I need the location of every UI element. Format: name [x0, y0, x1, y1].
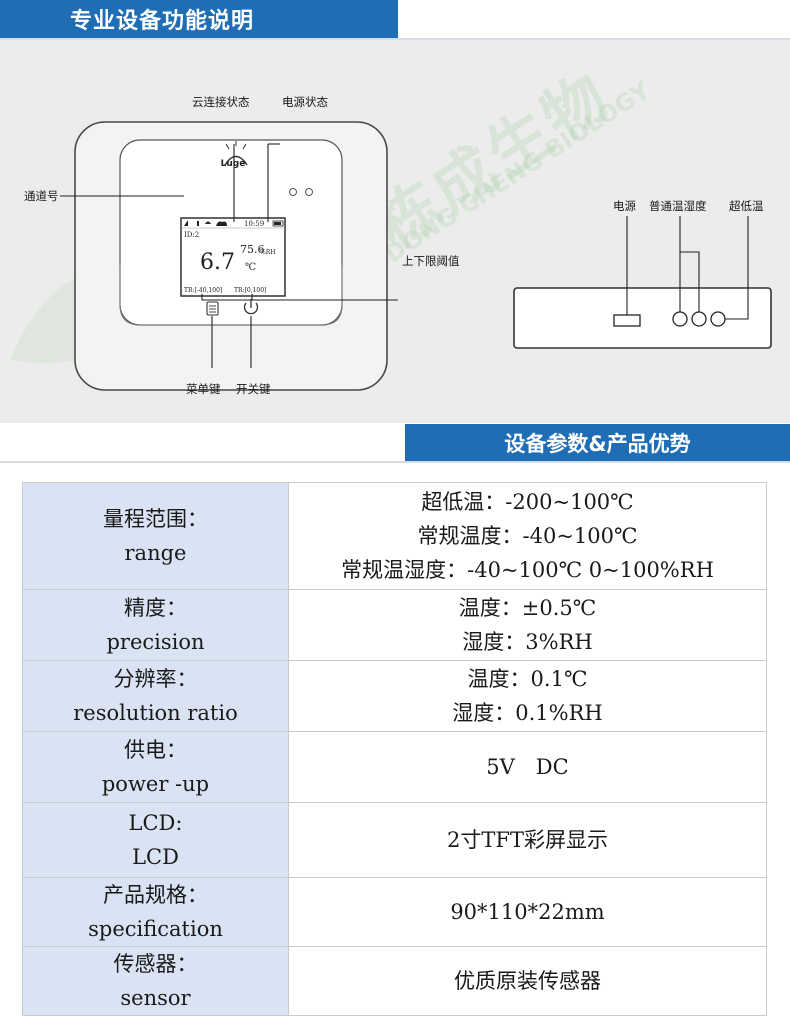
lcd-screen — [180, 217, 286, 297]
spec-label-en: range — [124, 541, 187, 565]
spec-label-cn: 供电： — [124, 738, 187, 762]
device-side-view — [513, 287, 772, 349]
spec-value: 超低温：-200~100℃ 常规温度：-40~100℃ 常规温湿度：-40~10… — [288, 482, 767, 590]
section-title-banner: 专业设备功能说明 — [0, 0, 398, 38]
spec-label-cn: 传感器： — [113, 952, 198, 976]
spec-label-cn: LCD: — [128, 811, 183, 835]
callout-threshold: 上下限阈值 — [402, 254, 460, 268]
spec-value: 温度：0.1℃ 湿度：0.1%RH — [288, 660, 767, 732]
spec-value: 5V DC — [288, 731, 767, 803]
screen-id-text: ID:2 — [184, 231, 199, 239]
spec-label: 量程范围： range — [22, 482, 289, 590]
spec-label: LCD: LCD — [22, 802, 289, 878]
spec-label-cn: 量程范围： — [103, 507, 208, 531]
usb-port — [613, 314, 641, 327]
spec-value-line: 90*110*22mm — [450, 900, 605, 924]
indicator-led — [289, 188, 297, 196]
spec-value-line: 温度：0.1℃ — [467, 667, 588, 691]
table-row: 分辨率： resolution ratio 温度：0.1℃ 湿度：0.1%RH — [22, 660, 767, 732]
callout-side-power: 电源 — [613, 199, 636, 213]
callout-channel: 通道号 — [24, 189, 59, 203]
specs-title-banner: 设备参数&产品优势 — [405, 424, 790, 462]
table-row: 产品规格： specification 90*110*22mm — [22, 877, 767, 947]
spec-value-line: 常规温湿度：-40~100℃ 0~100%RH — [341, 558, 714, 582]
spec-label-cn: 产品规格： — [103, 883, 208, 907]
ultra-low-port — [710, 311, 726, 327]
spec-value-line: 5V DC — [486, 755, 569, 779]
spec-label-en: precision — [106, 630, 205, 654]
device-diagram: 栋成生物 DONG CHENG BIOLOGY — [0, 40, 790, 423]
indicator-led — [305, 188, 313, 196]
callout-cloud-status: 云连接状态 — [192, 95, 250, 109]
screen-time: 10:59 — [244, 220, 264, 228]
table-row: 供电： power -up 5V DC — [22, 731, 767, 803]
table-row: 量程范围： range 超低温：-200~100℃ 常规温度：-40~100℃ … — [22, 482, 767, 590]
menu-key-icon — [206, 301, 219, 316]
screen-humidity-unit: %RH — [260, 249, 275, 256]
spec-label: 传感器： sensor — [22, 946, 289, 1016]
section-divider — [0, 461, 790, 463]
screen-threshold-left: TR:[-40,100] — [184, 287, 222, 294]
spec-label: 分辨率： resolution ratio — [22, 660, 289, 732]
spec-label-en: specification — [88, 917, 223, 941]
table-row: 传感器： sensor 优质原装传感器 — [22, 946, 767, 1016]
temp-humidity-port — [672, 311, 688, 327]
spec-value: 90*110*22mm — [288, 877, 767, 947]
table-row: 精度： precision 温度：±0.5℃ 湿度：3%RH — [22, 589, 767, 661]
specs-title: 设备参数&产品优势 — [504, 432, 691, 456]
table-row: LCD: LCD 2寸TFT彩屏显示 — [22, 802, 767, 878]
spec-label-cn: 精度： — [124, 596, 187, 620]
spec-label-en: resolution ratio — [73, 701, 238, 725]
callout-menu-key: 菜单键 — [186, 382, 221, 396]
spec-label: 精度： precision — [22, 589, 289, 661]
spec-table: 量程范围： range 超低温：-200~100℃ 常规温度：-40~100℃ … — [22, 482, 767, 1016]
spec-label-en: LCD — [132, 845, 179, 869]
screen-temperature-unit: ℃ — [245, 262, 256, 273]
brand-logo-icon — [224, 141, 248, 166]
callout-side-temp-humidity: 普通温湿度 — [649, 199, 707, 213]
spec-value: 优质原装传感器 — [288, 946, 767, 1016]
screen-threshold-right: TR:[0,100] — [234, 287, 266, 294]
spec-value-line: 常规温度：-40~100℃ — [417, 524, 638, 548]
callout-power-status: 电源状态 — [282, 95, 328, 109]
spec-value-line: 温度：±0.5℃ — [458, 596, 597, 620]
spec-label-cn: 分辨率： — [113, 667, 198, 691]
spec-value-line: 湿度：0.1%RH — [452, 701, 603, 725]
section-divider — [0, 38, 790, 40]
callout-side-ultra-low: 超低温 — [729, 199, 764, 213]
spec-label: 供电： power -up — [22, 731, 289, 803]
spec-value-line: 优质原装传感器 — [454, 969, 601, 993]
section-title: 专业设备功能说明 — [70, 9, 255, 34]
brand-logo-text: Luge — [221, 159, 246, 169]
callout-power-key: 开关键 — [236, 382, 271, 396]
screen-temperature: 6.7 — [200, 250, 235, 275]
device-illustration: Luge ID:2 10:59 6.7 ℃ 75.6 %RH TR:[-40,1… — [10, 121, 772, 391]
spec-value-line: 湿度：3%RH — [462, 630, 593, 654]
temp-humidity-port — [691, 311, 707, 327]
spec-value: 2寸TFT彩屏显示 — [288, 802, 767, 878]
spec-label: 产品规格： specification — [22, 877, 289, 947]
spec-label-en: sensor — [120, 986, 191, 1010]
power-key-icon — [243, 299, 259, 315]
spec-label-en: power -up — [101, 772, 210, 796]
screen-humidity: 75.6 — [240, 243, 265, 256]
spec-value: 温度：±0.5℃ 湿度：3%RH — [288, 589, 767, 661]
spec-value-line: 2寸TFT彩屏显示 — [447, 828, 608, 852]
spec-value-line: 超低温：-200~100℃ — [421, 490, 634, 514]
